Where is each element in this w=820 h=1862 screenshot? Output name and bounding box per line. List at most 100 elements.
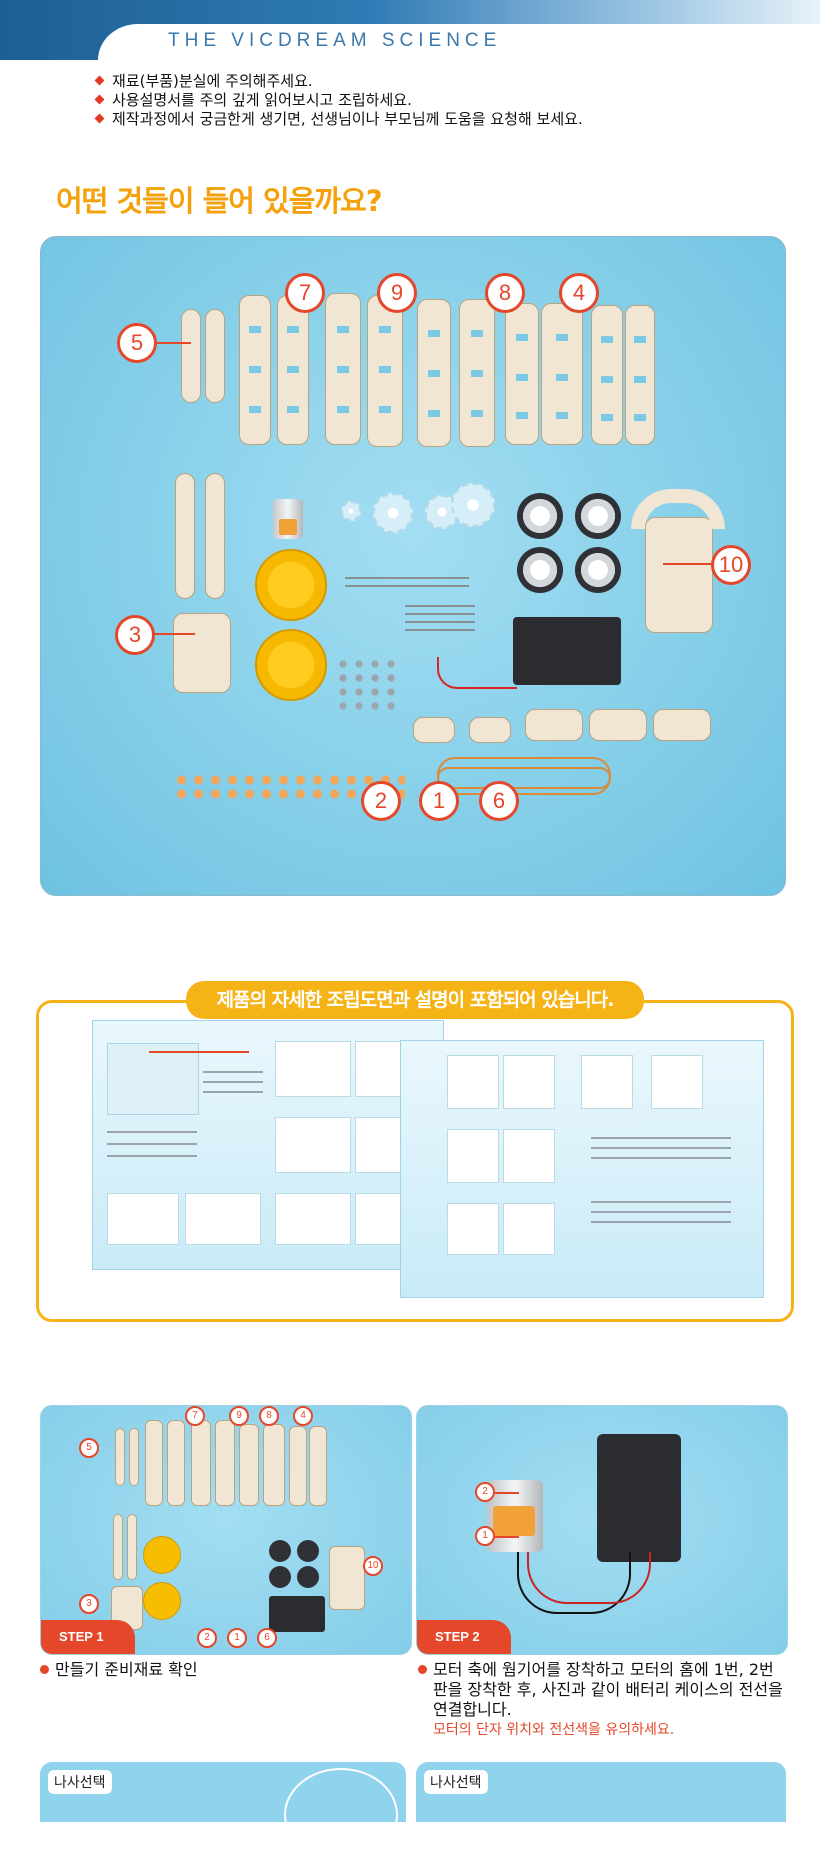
callout-line	[495, 1536, 519, 1538]
diamond-bullet-icon	[94, 75, 105, 86]
part-number-4: 4	[559, 273, 599, 313]
part-number-6: 6	[479, 781, 519, 821]
manual-step-cell	[503, 1055, 555, 1109]
small-block	[653, 709, 711, 741]
manual-page-right	[400, 1040, 764, 1298]
note-item: 사용설명서를 주의 깊게 읽어보시고 조립하세요.	[94, 91, 583, 110]
step2-photo: 2 1 STEP 2	[416, 1405, 788, 1655]
step2-badge: STEP 2	[417, 1620, 511, 1654]
wood-strip	[129, 1428, 139, 1486]
wood-panel	[591, 305, 623, 445]
callout-line	[495, 1492, 519, 1494]
motor-label	[493, 1506, 535, 1536]
manual-text-line	[107, 1155, 197, 1157]
part-number-2: 2	[361, 781, 401, 821]
manual-step-cell	[447, 1055, 499, 1109]
caution-notes: 재료(부품)분실에 주의해주세요. 사용설명서를 주의 깊게 읽어보시고 조립하…	[94, 72, 583, 129]
wood-strip	[205, 473, 225, 599]
manual-step-cell	[275, 1041, 351, 1097]
part-number-1: 1	[227, 1628, 247, 1648]
wood-panel	[541, 303, 583, 445]
wood-strip	[205, 309, 225, 403]
manual-text-line	[107, 1131, 197, 1133]
wood-panel	[367, 295, 403, 447]
callout-line	[151, 342, 191, 344]
part-number-1: 1	[475, 1526, 495, 1546]
manual-text-line	[591, 1157, 731, 1159]
pulley-icon	[255, 629, 327, 701]
manual-image	[107, 1043, 199, 1115]
kit-parts-photo: 5 7 9 8 4 3 10 2 1 6	[40, 236, 786, 896]
body-plate	[329, 1546, 365, 1610]
wheel-icon	[517, 493, 563, 539]
wood-panel	[309, 1426, 327, 1506]
manual-step-cell	[275, 1193, 351, 1245]
wheel-icon	[269, 1540, 291, 1562]
wheel-icon	[269, 1566, 291, 1588]
diamond-bullet-icon	[94, 94, 105, 105]
note-item: 재료(부품)분실에 주의해주세요.	[94, 72, 583, 91]
manual-step-cell	[651, 1055, 703, 1109]
base-plate	[173, 613, 231, 693]
rubber-band	[437, 767, 611, 789]
part-number-4: 4	[293, 1406, 313, 1426]
manual-text-line	[591, 1147, 731, 1149]
wood-panel	[145, 1420, 163, 1506]
manual-step-cell	[503, 1129, 555, 1183]
bullet-dot-icon	[40, 1665, 49, 1674]
brand-title: THE VICDREAM SCIENCE	[168, 30, 502, 51]
manual-text-line	[591, 1137, 731, 1139]
pulley-icon	[143, 1536, 181, 1574]
wood-panel	[191, 1420, 211, 1506]
step1-caption: 만들기 준비재료 확인	[40, 1660, 198, 1680]
header-tab	[98, 24, 820, 64]
step3-card: 나사선택	[40, 1762, 406, 1862]
small-block	[525, 709, 583, 741]
manual-step-cell	[447, 1203, 499, 1255]
wire-red	[437, 657, 517, 689]
small-block	[469, 717, 511, 743]
wood-strip	[127, 1514, 137, 1580]
step2-caption: 모터 축에 웜기어를 장착하고 모터의 홈에 1번, 2번 판을 장착한 후, …	[418, 1660, 798, 1740]
bullet-dot-icon	[418, 1665, 427, 1674]
manual-step-cell	[447, 1129, 499, 1183]
step1-photo: 7 9 8 4 5 10 3 2 1 6 STEP 1	[40, 1405, 412, 1655]
part-number-5: 5	[117, 323, 157, 363]
zoom-circle	[284, 1768, 398, 1862]
wheel-icon	[575, 493, 621, 539]
step1-badge: STEP 1	[41, 1620, 135, 1654]
part-number-8: 8	[485, 273, 525, 313]
shaft-rod	[405, 605, 475, 607]
part-number-7: 7	[285, 273, 325, 313]
small-block	[589, 709, 647, 741]
part-number-8: 8	[259, 1406, 279, 1426]
step4-card: 나사선택	[416, 1762, 786, 1822]
screw-select-tag: 나사선택	[424, 1770, 488, 1794]
part-number-2: 2	[475, 1482, 495, 1502]
screws-set	[335, 657, 401, 713]
wheel-icon	[517, 547, 563, 593]
callout-line	[663, 563, 713, 565]
part-number-3: 3	[79, 1594, 99, 1614]
wheel-icon	[297, 1566, 319, 1588]
part-number-9: 9	[377, 273, 417, 313]
gear-icon	[373, 493, 413, 533]
body-plate-arms	[631, 489, 725, 529]
part-number-1: 1	[419, 781, 459, 821]
diamond-bullet-icon	[94, 113, 105, 124]
wood-panel	[289, 1426, 307, 1506]
manual-text-line	[203, 1071, 263, 1073]
worm-gear-icon	[341, 501, 361, 521]
manual-text-line	[591, 1201, 731, 1203]
part-number-10: 10	[711, 545, 751, 585]
wood-panel	[459, 299, 495, 447]
shaft-rod	[345, 577, 469, 579]
shaft-rod	[405, 629, 475, 631]
callout-line	[145, 633, 195, 635]
part-number-10: 10	[363, 1556, 383, 1576]
manual-step-cell	[581, 1055, 633, 1109]
wood-panel	[417, 299, 451, 447]
battery-case-icon	[269, 1596, 325, 1632]
wood-strip	[175, 473, 195, 599]
manual-step-cell	[185, 1193, 261, 1245]
